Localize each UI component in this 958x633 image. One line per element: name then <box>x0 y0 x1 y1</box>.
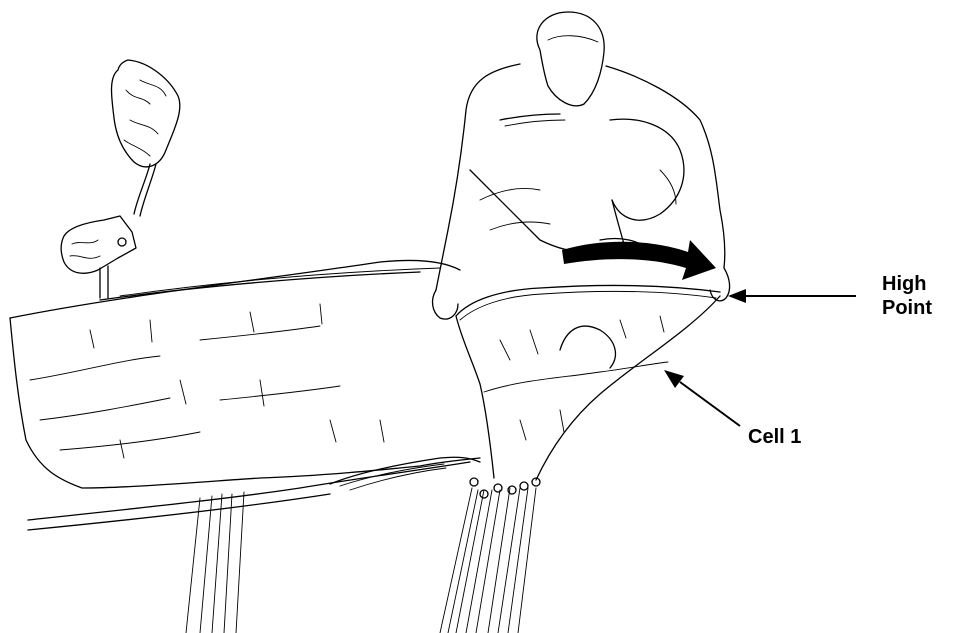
high-point-label: High Point <box>882 272 956 320</box>
pilot-chute-on-stand <box>61 60 180 298</box>
cell-1-leader <box>664 370 740 426</box>
suspension-lines <box>186 478 540 633</box>
high-point-leader <box>728 289 856 303</box>
fold-direction-arrow <box>562 240 716 280</box>
cell-1-label: Cell 1 <box>748 425 801 449</box>
canopy-stack-on-table <box>10 260 480 530</box>
